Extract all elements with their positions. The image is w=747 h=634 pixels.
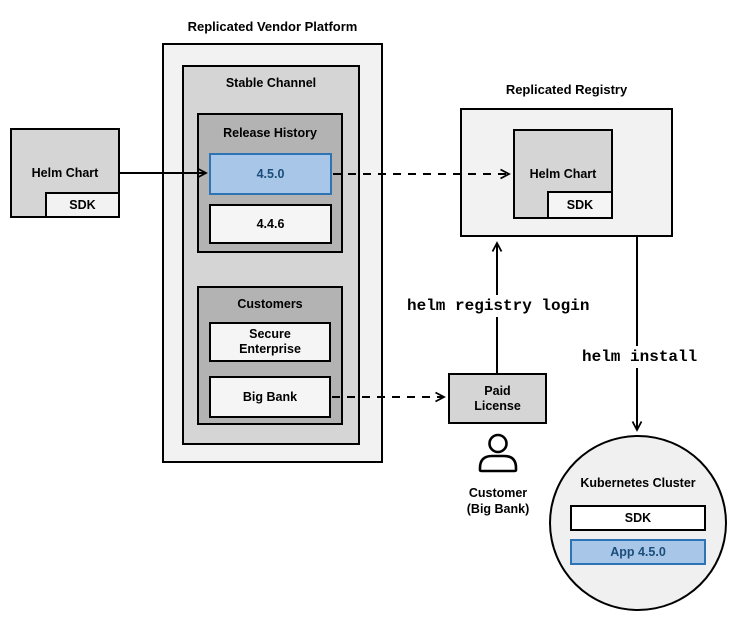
paid-license-box: Paid License: [448, 373, 547, 424]
helm-install-label: helm install: [578, 346, 702, 368]
vendor-platform-title: Replicated Vendor Platform: [187, 19, 358, 34]
customer-person-line1: Customer: [468, 486, 528, 500]
k8s-sdk-box: SDK: [570, 505, 706, 531]
registry-sdk-box: SDK: [547, 191, 613, 219]
stable-channel-label: Stable Channel: [225, 76, 317, 90]
release-version-450-label: 4.5.0: [256, 166, 285, 181]
k8s-cluster-label: Kubernetes Cluster: [580, 476, 696, 490]
customers-label: Customers: [237, 297, 303, 311]
helm-chart-source-sdk-label: SDK: [69, 197, 96, 212]
customer-person-line2: (Big Bank): [466, 502, 530, 516]
release-version-446-label: 4.4.6: [256, 216, 285, 231]
release-history-label: Release History: [223, 126, 317, 140]
registry-title: Replicated Registry: [505, 82, 628, 97]
customer-big-bank-box: Big Bank: [209, 376, 331, 418]
helm-chart-source-label: Helm Chart: [31, 165, 99, 180]
customer-person-label: Customer (Big Bank): [448, 485, 548, 517]
paid-license-line1: Paid: [484, 383, 511, 398]
registry-helm-chart-label: Helm Chart: [529, 166, 597, 181]
paid-license-line2: License: [474, 398, 521, 413]
helm-registry-login-label: helm registry login: [403, 295, 594, 317]
customer-secure-enterprise-line1: Secure: [249, 327, 291, 341]
release-version-446-box: 4.4.6: [209, 204, 332, 244]
customer-secure-enterprise-box: Secure Enterprise: [209, 322, 331, 362]
k8s-sdk-label: SDK: [624, 510, 652, 525]
release-version-450-box: 4.5.0: [209, 153, 332, 195]
helm-chart-source-sdk-box: SDK: [45, 192, 120, 218]
registry-sdk-label: SDK: [566, 197, 594, 212]
k8s-app-label: App 4.5.0: [610, 544, 666, 559]
customer-big-bank-label: Big Bank: [242, 389, 298, 404]
k8s-app-box: App 4.5.0: [570, 539, 706, 565]
customer-secure-enterprise-line2: Enterprise: [239, 342, 301, 356]
